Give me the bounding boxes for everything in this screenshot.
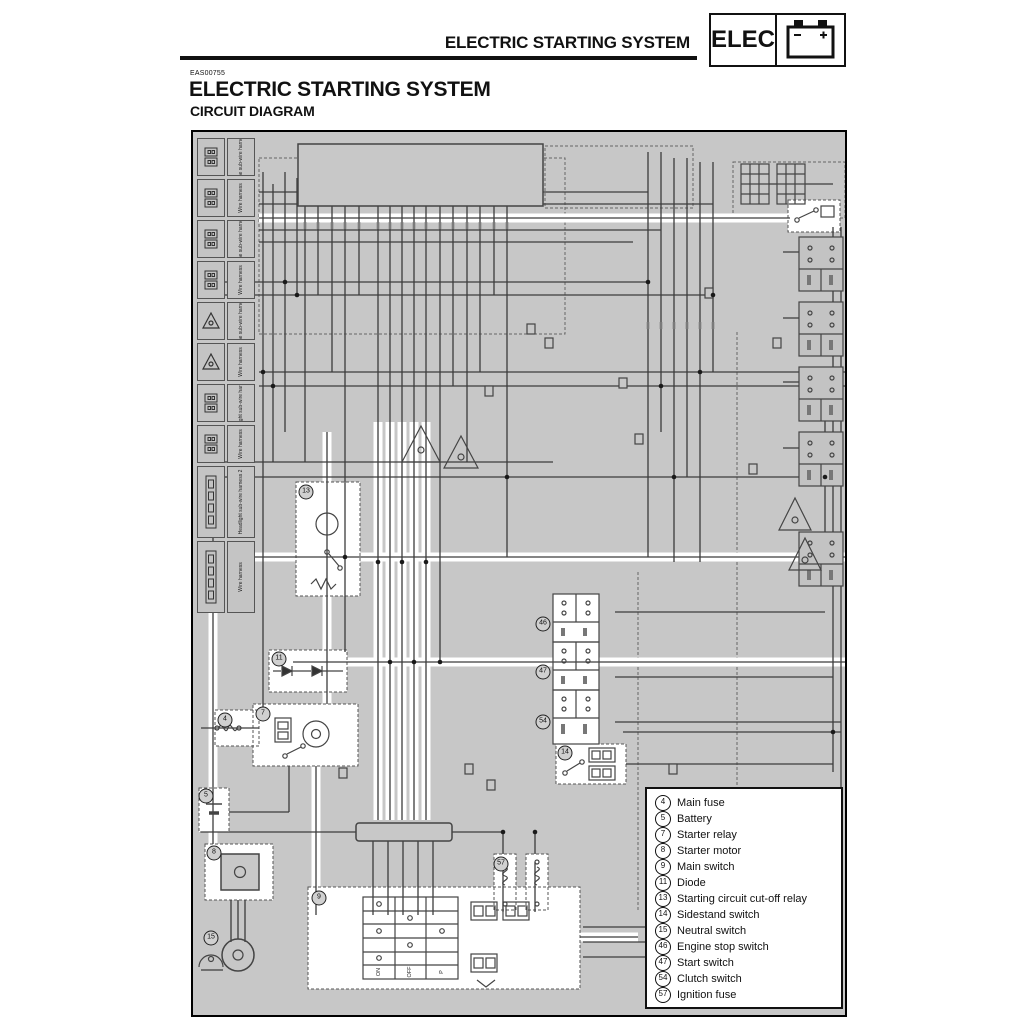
harness-callout: Frame sub-wire harness 2 [197,220,255,258]
legend-item: 7 Starter relay [655,827,833,843]
legend-item-label: Neutral switch [677,925,747,937]
legend-item-label: Engine stop switch [677,941,769,953]
page-subtitle: CIRCUIT DIAGRAM [190,103,315,119]
strip-icon [197,541,225,613]
connector-icon [197,179,225,217]
harness-callout: Headlight sub-wire harness 2 [197,466,255,538]
harness-label: Wire harness [227,425,255,463]
connector-icon [197,138,225,176]
legend-item-label: Main fuse [677,797,725,809]
legend-item-number: 14 [655,907,671,923]
legend: 4 Main fuse 5 Battery 7 Starter relay 8 Starter… [645,787,843,1009]
section-code: EAS00755 [190,70,226,77]
harness-label: Wire harness [227,261,255,299]
legend-item-label: Sidestand switch [677,909,760,921]
harness-label: Frame sub-wire harness 2 [227,302,255,340]
header-rule [180,56,697,60]
harness-label: Headlight sub-wire harness 2 [227,466,255,538]
legend-item-label: Battery [677,813,712,825]
badge-divider [775,15,777,65]
harness-label: Headlight sub-wire harness 2 [227,384,255,422]
harness-label: Wire harness [227,541,255,613]
legend-item-number: 5 [655,811,671,827]
legend-item-label: Start switch [677,957,734,969]
legend-item-label: Starter motor [677,845,742,857]
wiring-artwork [198,143,845,990]
legend-item-label: Ignition fuse [677,989,737,1001]
chapter-badge: ELEC [709,13,846,67]
legend-item-number: 57 [655,987,671,1003]
legend-item-label: Main switch [677,861,735,873]
harness-callout: Wire harness [197,261,255,299]
legend-item-label: Diode [677,877,706,889]
connector-icon [197,425,225,463]
harness-callout: Wire harness [197,179,255,217]
legend-item: 14 Sidestand switch [655,907,833,923]
legend-item-number: 46 [655,939,671,955]
page-title: ELECTRIC STARTING SYSTEM [189,78,491,101]
legend-item: 15 Neutral switch [655,923,833,939]
legend-item: 46 Engine stop switch [655,939,833,955]
legend-item: 8 Starter motor [655,843,833,859]
legend-item-number: 8 [655,843,671,859]
legend-item: 11 Diode [655,875,833,891]
connector-icon [197,261,225,299]
harness-label: Wire harness [227,179,255,217]
legend-item-number: 47 [655,955,671,971]
connector-icon [197,384,225,422]
triangle-icon [197,302,225,340]
legend-item: 54 Clutch switch [655,971,833,987]
legend-item: 47 Start switch [655,955,833,971]
battery-icon [777,15,844,65]
harness-callout: Headlight sub-wire harness 2 [197,384,255,422]
legend-item-label: Clutch switch [677,973,742,985]
harness-label: Wire harness [227,343,255,381]
harness-callout: Frame sub-wire harness 2 [197,138,255,176]
legend-item: 4 Main fuse [655,795,833,811]
harness-callout: Wire harness [197,425,255,463]
strip-icon [197,466,225,538]
legend-item-number: 9 [655,859,671,875]
running-header-title: ELECTRIC STARTING SYSTEM [444,33,690,52]
harness-label: Frame sub-wire harness 2 [227,138,255,176]
legend-list: 4 Main fuse 5 Battery 7 Starter relay 8 Starter… [655,795,833,1003]
chapter-badge-label: ELEC [711,26,776,53]
legend-item-number: 15 [655,923,671,939]
connector-icon [197,220,225,258]
legend-item: 5 Battery [655,811,833,827]
legend-item-number: 54 [655,971,671,987]
legend-item: 13 Starting circuit cut-off relay [655,891,833,907]
legend-item-label: Starter relay [677,829,737,841]
harness-label: Frame sub-wire harness 2 [227,220,255,258]
legend-item-number: 13 [655,891,671,907]
harness-callout: Wire harness [197,541,255,613]
legend-item-label: Starting circuit cut-off relay [677,893,808,905]
harness-callout: Frame sub-wire harness 2 [197,302,255,340]
legend-item-number: 4 [655,795,671,811]
legend-item-number: 11 [655,875,671,891]
legend-item: 9 Main switch [655,859,833,875]
triangle-icon [197,343,225,381]
legend-item: 57 Ignition fuse [655,987,833,1003]
harness-callout: Wire harness [197,343,255,381]
legend-item-number: 7 [655,827,671,843]
